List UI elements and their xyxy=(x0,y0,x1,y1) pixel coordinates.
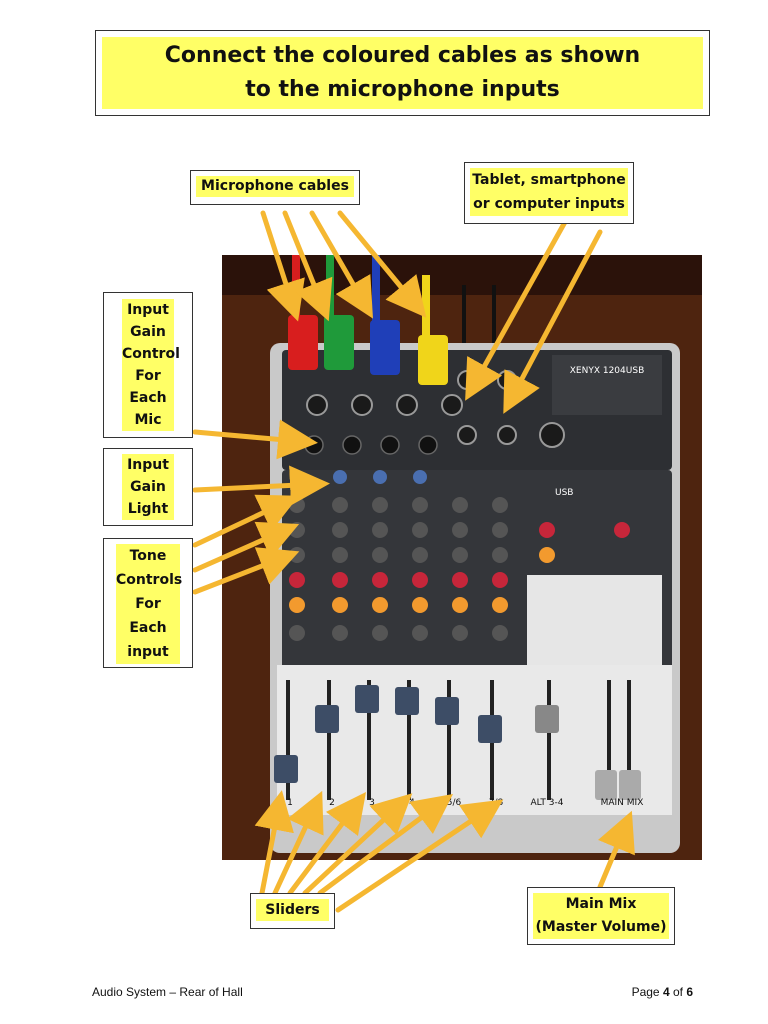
title-box: Connect the coloured cables as shown to … xyxy=(95,30,710,116)
title-highlight: Connect the coloured cables as shown to … xyxy=(102,37,703,109)
label-tone-controls: Tone Controls For Each input xyxy=(103,538,193,668)
page-number: Page 4 of 6 xyxy=(631,985,693,999)
arrow-slider-3 xyxy=(287,792,367,896)
alt-label: ALT 3-4 xyxy=(531,798,564,808)
arrow-tone-1 xyxy=(192,494,300,548)
arrow-tone-2 xyxy=(192,521,300,573)
label-input-gain-control: Input Gain Control For Each Mic xyxy=(103,292,193,438)
arrow-mic-3 xyxy=(309,210,373,319)
arrow-tone-3 xyxy=(192,547,300,595)
arrow-mic-4 xyxy=(337,210,427,318)
arrow-slider-6 xyxy=(335,799,504,913)
arrow-gain-control xyxy=(192,419,318,460)
usb-label: USB xyxy=(555,488,573,498)
knob-grid xyxy=(289,470,630,641)
footer-left: Audio System – Rear of Hall xyxy=(92,985,243,999)
label-sliders: Sliders xyxy=(250,893,335,929)
arrow-slider-2 xyxy=(272,790,324,896)
main-mix-label: MAIN MIX xyxy=(601,798,644,808)
arrow-slider-5 xyxy=(317,794,454,896)
fader-caps xyxy=(274,685,559,783)
channel-label-5-6: 5/6 xyxy=(447,798,462,808)
arrow-mic-2 xyxy=(282,210,333,322)
arrow-tablet-2 xyxy=(503,229,603,414)
arrow-main-mix xyxy=(597,810,635,890)
arrow-tablet-1 xyxy=(465,219,568,401)
label-tablet-inputs: Tablet, smartphone or computer inputs xyxy=(464,162,634,224)
page-title: Connect the coloured cables as shown to … xyxy=(164,43,641,102)
arrow-gain-light xyxy=(192,465,330,506)
label-microphone-cables: Microphone cables xyxy=(190,170,360,205)
arrow-slider-4 xyxy=(302,793,413,896)
label-input-gain-light: Input Gain Light xyxy=(103,448,193,526)
arrow-mic-1 xyxy=(260,210,305,322)
label-main-mix: Main Mix (Master Volume) xyxy=(527,887,675,945)
mixer-model-label: XENYX 1204USB xyxy=(570,366,645,376)
arrow-slider-1 xyxy=(254,790,294,896)
